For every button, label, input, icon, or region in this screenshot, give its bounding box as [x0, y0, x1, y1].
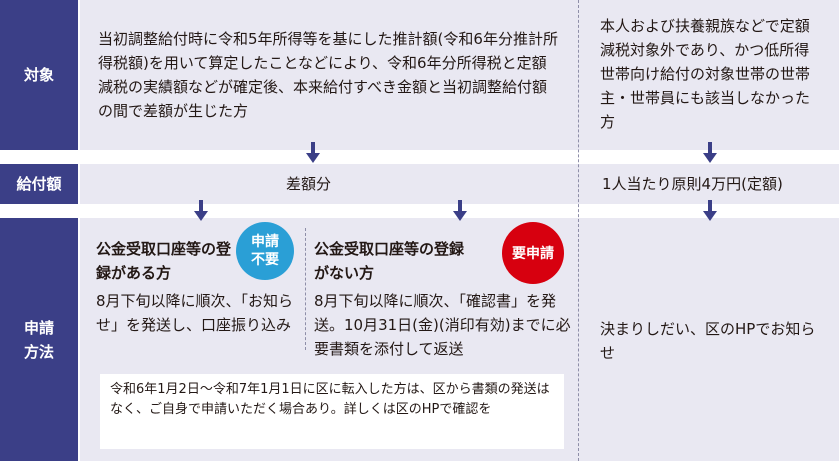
- row-label-target-text: 対象: [23, 66, 54, 84]
- row-label-method-line2: 方法: [23, 342, 54, 361]
- arrow-down-icon: [453, 200, 467, 222]
- application-required-badge: 要申請: [502, 222, 564, 284]
- amount-right-text: 1人当たり原則4万円(定額): [602, 175, 783, 193]
- arrow-down-icon: [194, 200, 208, 222]
- row-label-target: 対象: [0, 0, 78, 150]
- method-right-text: 決まりしだい、区のHPでお知らせ: [600, 320, 816, 362]
- target-left-text: 当初調整給付時に令和5年所得等を基にした推計額(令和6年分推計所得税額)を用いて…: [98, 30, 558, 120]
- target-right-text: 本人および扶養親族などで定額減税対象外であり、かつ低所得世帯向け給付の対象世帯の…: [600, 17, 811, 131]
- arrow-down-icon: [306, 142, 320, 164]
- no-application-badge: 申請 不要: [236, 222, 294, 280]
- arrow-down-icon: [703, 142, 717, 164]
- relocation-note: 令和6年1月2日〜令和7年1月1日に区に転入した方は、区から書類の発送はなく、ご…: [100, 374, 564, 449]
- unregistered-body: 8月下旬以降に順次、「確認書」を発送。10月31日(金)(消印有効)までに必要書…: [314, 292, 571, 358]
- column-divider: [578, 0, 579, 461]
- row-label-amount-text: 給付額: [16, 175, 62, 193]
- registered-heading: 公金受取口座等の登録がある方: [96, 240, 232, 282]
- row-label-method-line1: 申請: [23, 318, 54, 337]
- amount-panel: [80, 164, 839, 204]
- row-label-amount: 給付額: [0, 164, 78, 204]
- row-label-method: 申請 方法: [0, 218, 78, 461]
- no-application-badge-line1: 申請: [251, 234, 279, 250]
- registered-body: 8月下旬以降に順次、「お知らせ」を発送し、口座振り込み: [96, 292, 294, 334]
- no-application-badge-line2: 不要: [251, 252, 279, 268]
- target-panel: [80, 0, 839, 150]
- arrow-down-icon: [703, 200, 717, 222]
- method-inner-divider: [305, 228, 306, 350]
- unregistered-heading: 公金受取口座等の登録がない方: [314, 240, 465, 282]
- amount-left-text: 差額分: [286, 175, 332, 193]
